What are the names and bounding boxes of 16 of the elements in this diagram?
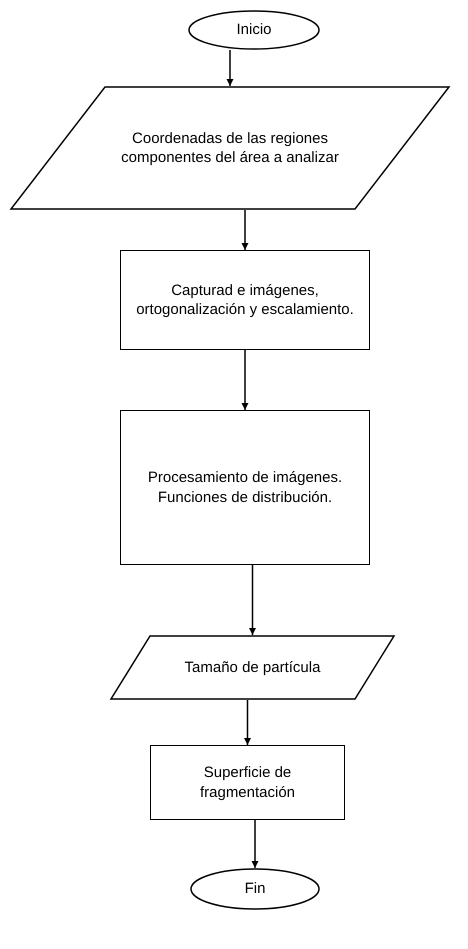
node-label: Superficie de fragmentación (198, 763, 296, 802)
node-label: Tamaño de partícula (184, 658, 320, 678)
process-box (150, 745, 345, 820)
node-label: Procesamiento de imágenes. Funciones de distribución. (146, 468, 344, 507)
node-label: Inicio (236, 20, 272, 40)
process-box (120, 410, 370, 565)
node-label: Coordenadas de las regiones componentes del área a analizar (120, 128, 340, 168)
arrow (252, 820, 258, 868)
node-label: Capturad e imágenes, ortogonalización y escalamiento. (135, 280, 355, 320)
arrow (226, 50, 234, 86)
arrow (244, 700, 251, 745)
process-box (120, 250, 370, 350)
arrow (242, 350, 248, 410)
node-label: Fin (244, 879, 266, 899)
arrow (249, 565, 256, 635)
arrow (242, 210, 248, 250)
